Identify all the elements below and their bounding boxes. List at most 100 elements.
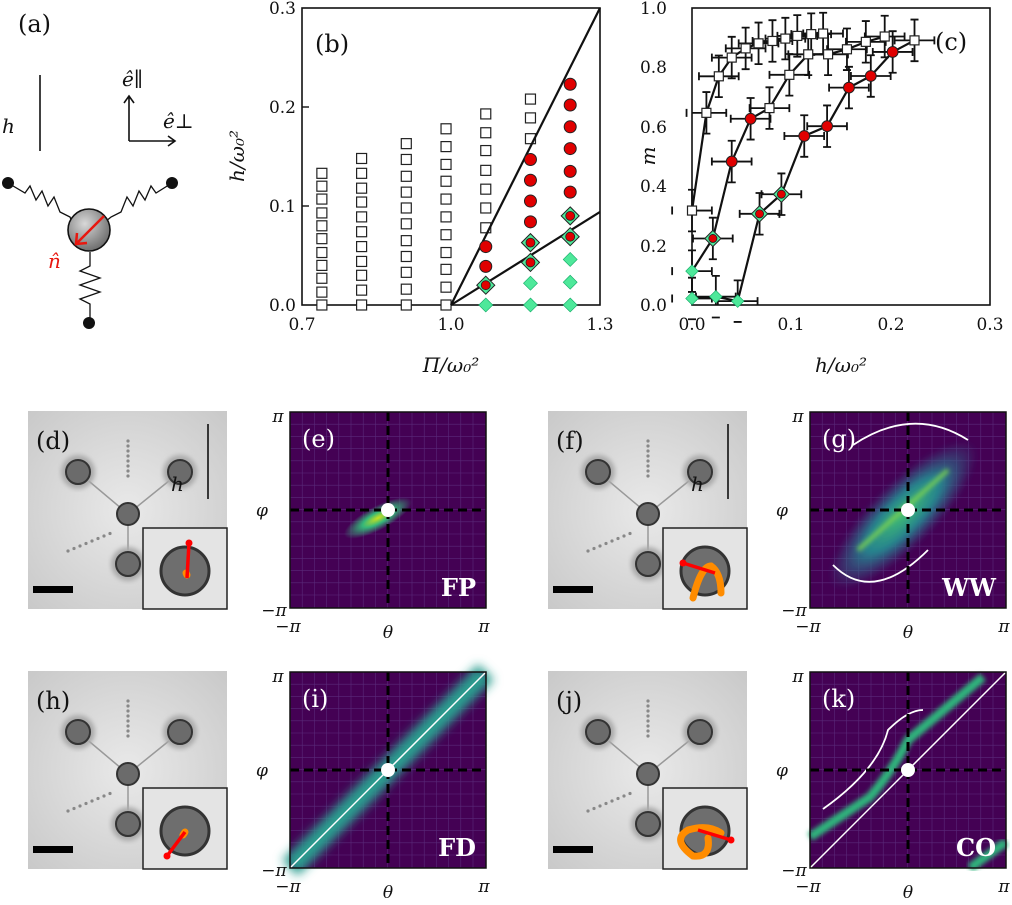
- y-tick-label: −π: [261, 601, 287, 621]
- regime-label: FD: [438, 833, 476, 862]
- square-marker: [316, 233, 328, 245]
- anchor-disc: [635, 551, 661, 577]
- panel-label-d: (d): [36, 427, 70, 455]
- origin-marker: [381, 763, 395, 777]
- scale-bar: [553, 586, 593, 593]
- bead-dot: [646, 699, 650, 703]
- y-tick-label: π: [791, 407, 804, 427]
- square-marker: [841, 44, 853, 55]
- guide-curve: [832, 549, 929, 583]
- x-tick-label: 0.1: [777, 315, 804, 335]
- square-marker: [767, 35, 778, 47]
- trajectory-trace: [689, 562, 725, 602]
- x-tick-label: 1.3: [586, 315, 613, 335]
- bead-dot: [126, 729, 130, 733]
- bead-dot: [66, 549, 70, 553]
- bead-dot: [72, 546, 76, 551]
- square-marker: [818, 28, 829, 39]
- circle-marker: [523, 194, 537, 208]
- square-marker: [400, 299, 412, 311]
- square-marker: [740, 43, 751, 54]
- anchor-disc: [635, 811, 661, 837]
- square-marker: [316, 180, 328, 192]
- bead-dot: [592, 546, 596, 551]
- square-marker: [356, 255, 368, 268]
- bead-dot: [610, 539, 614, 543]
- square-marker: [316, 246, 328, 259]
- circle-marker: [563, 77, 577, 91]
- circle-marker: [563, 164, 577, 178]
- panel-b-marks: [302, 7, 601, 313]
- y-axis-label: h/ω₀²: [225, 130, 249, 182]
- y-tick-label: π: [791, 667, 804, 687]
- bead-dot: [108, 791, 112, 796]
- panel-label-c: (c): [935, 28, 967, 56]
- circle-marker: [523, 152, 537, 166]
- series-line: [691, 39, 916, 303]
- bead-dot: [102, 794, 106, 798]
- bead-dot: [126, 444, 130, 448]
- circle-marker: [565, 210, 576, 221]
- y-tick-label: π: [271, 667, 284, 687]
- bead-dot: [72, 806, 76, 811]
- circle-marker: [563, 185, 577, 199]
- panel-label-i: (i): [302, 685, 328, 713]
- bead-dot: [126, 454, 130, 458]
- bead-dot: [646, 474, 650, 478]
- bead-dot: [84, 801, 88, 806]
- panel-label-h: (h): [36, 687, 70, 715]
- circle-marker: [565, 231, 576, 242]
- axes-arrows-icon: [123, 94, 177, 147]
- polarity-arrow-icon: [682, 561, 716, 575]
- square-marker: [356, 284, 368, 296]
- y-tick-label: 0.4: [640, 177, 667, 197]
- x-tick-label: 0.3: [976, 315, 1003, 335]
- bead-dot: [592, 806, 596, 811]
- anchor-disc: [687, 459, 713, 485]
- square-marker: [356, 299, 368, 311]
- panel-label-e: (e): [302, 425, 335, 453]
- bead-dot: [646, 704, 650, 708]
- bead-dot: [646, 439, 650, 443]
- bead-dot: [604, 801, 608, 806]
- plot-frame: [289, 671, 487, 869]
- square-marker: [440, 158, 452, 171]
- anchor-disc: [167, 459, 193, 485]
- field-label-h: h: [691, 472, 704, 496]
- bead-dot: [616, 796, 620, 801]
- anchor-disc: [585, 719, 611, 745]
- bead-dot: [126, 439, 130, 443]
- bead-dot: [90, 799, 94, 803]
- y-tick-label: 1.0: [640, 0, 667, 19]
- bead-dot: [586, 549, 590, 553]
- x-tick-label: −π: [275, 877, 301, 897]
- diamond-marker: [562, 274, 578, 290]
- panel-c-marks: [671, 11, 936, 323]
- circle-marker: [821, 120, 833, 133]
- scale-bar: [33, 586, 73, 593]
- photo-panel-f: (f)h: [548, 411, 748, 610]
- square-marker: [726, 52, 737, 63]
- arrow-head: [163, 852, 171, 860]
- square-marker: [792, 30, 803, 42]
- square-marker: [480, 164, 492, 176]
- anchor-disc: [65, 459, 91, 485]
- square-marker: [860, 36, 871, 47]
- panel-label-a: (a): [18, 10, 51, 38]
- bead-dot: [78, 544, 82, 548]
- bead-dot: [126, 734, 130, 738]
- regime-label: WW: [941, 573, 997, 602]
- circle-marker: [708, 234, 718, 243]
- photo-panel-h: (h): [28, 671, 228, 870]
- y-tick-label: 0.1: [269, 197, 296, 217]
- y-tick-label: −π: [781, 861, 807, 881]
- square-marker: [400, 266, 412, 278]
- density-blob: [343, 497, 413, 539]
- polarity-arrow-icon: [185, 542, 191, 579]
- y-axis-label: φ: [256, 501, 268, 521]
- polarity-arrow-icon: [74, 215, 105, 246]
- y-tick-label: 0.6: [640, 118, 667, 138]
- bead-dot: [126, 464, 130, 468]
